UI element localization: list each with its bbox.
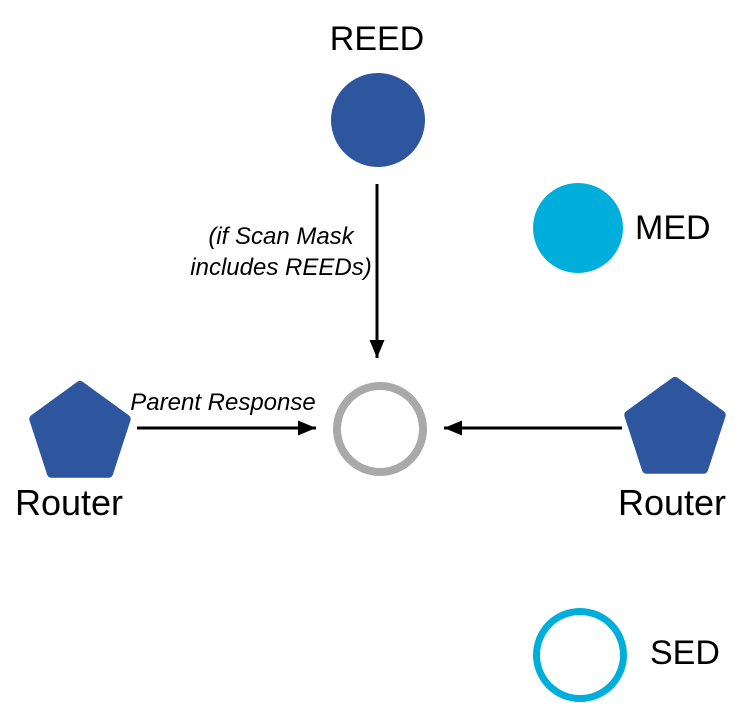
router-left-label: Router	[14, 482, 124, 523]
med-node-circle	[533, 183, 623, 273]
scan-mask-note: (if Scan Mask includes REEDs)	[190, 221, 371, 283]
router-left-pentagon	[29, 381, 131, 478]
parent-response-label: Parent Response	[130, 389, 316, 416]
reed-node-label: REED	[329, 20, 425, 58]
med-node-label: MED	[635, 209, 711, 247]
router-right-pentagon	[624, 377, 726, 474]
router-right-label: Router	[617, 482, 727, 523]
scan-mask-note-line1: (if Scan Mask	[208, 223, 354, 250]
sed-node-label: SED	[650, 634, 720, 672]
joiner-node-circle	[333, 382, 427, 476]
reed-node-circle	[331, 73, 425, 167]
sed-node-circle	[533, 608, 627, 702]
scan-mask-note-line2: includes REEDs)	[190, 254, 372, 281]
